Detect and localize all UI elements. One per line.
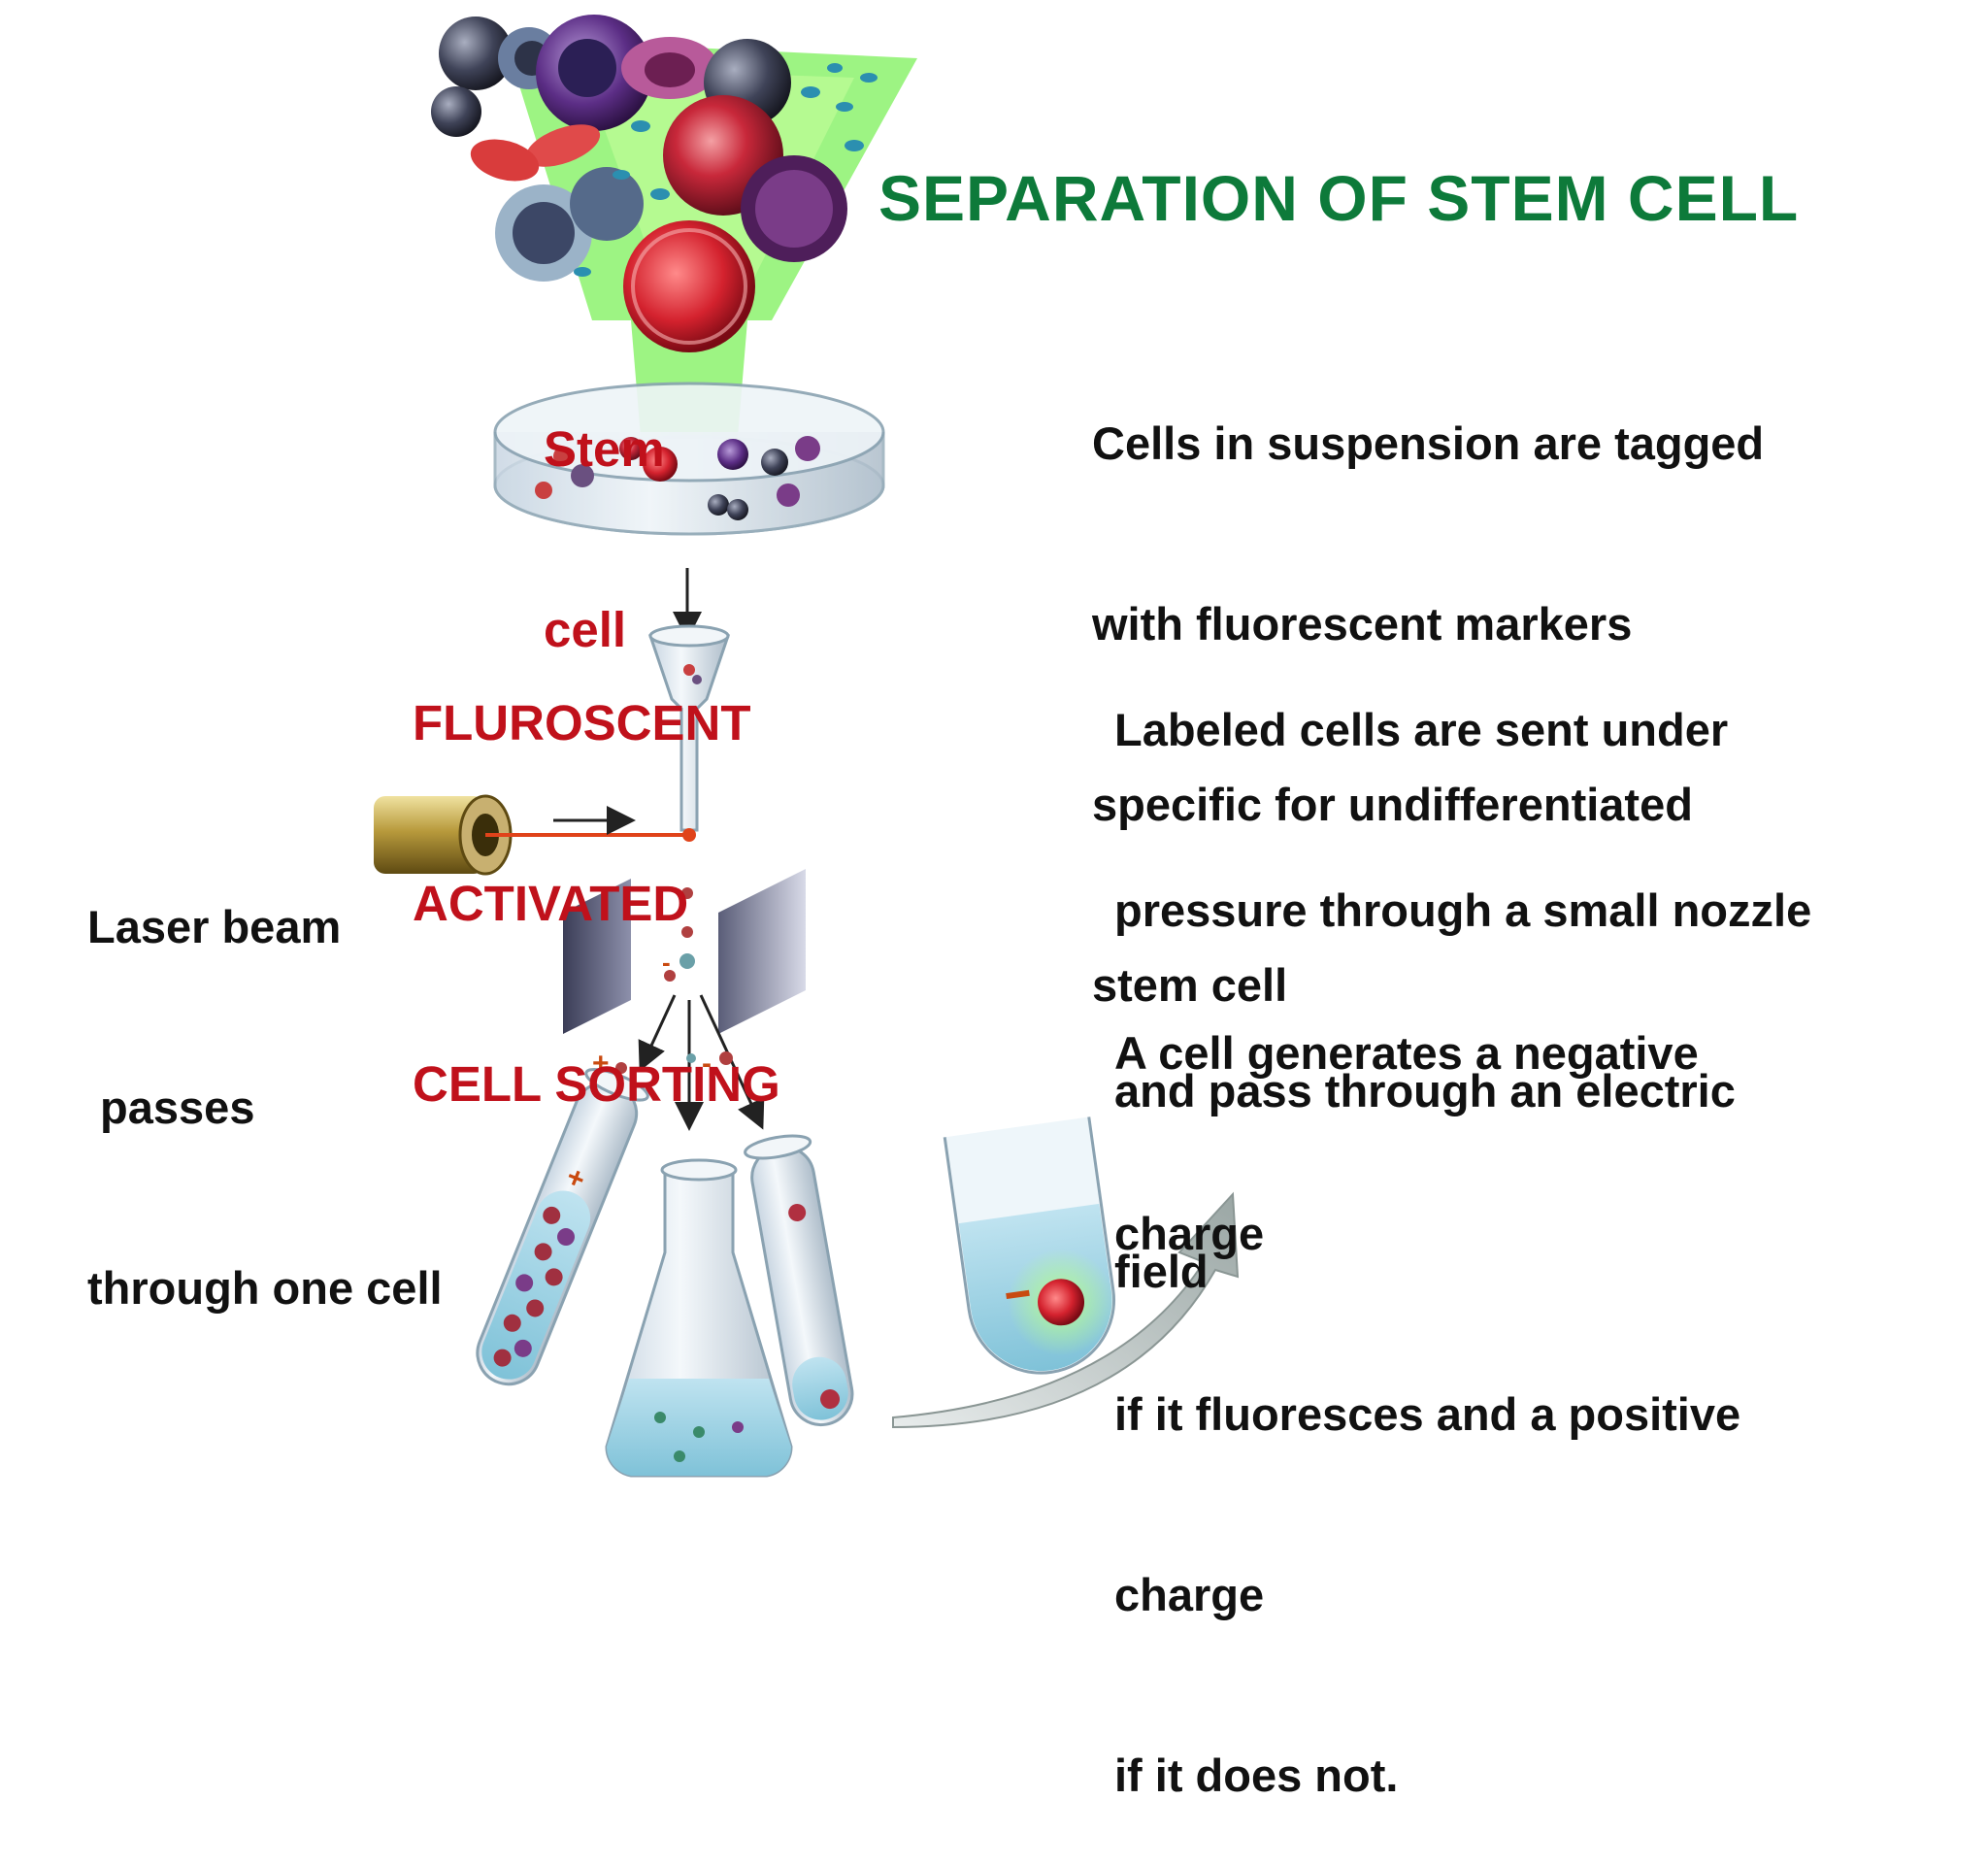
paragraph-nozzle: Labeled cells are sent under pressure th… <box>1114 580 1811 1362</box>
sorted-stem-cell <box>1038 1279 1085 1326</box>
cell-mixture <box>431 15 878 352</box>
slide-title: SEPARATION OF STEM CELL <box>878 162 1800 234</box>
paragraph-line: stem cell <box>1092 959 1288 1011</box>
zoomed-tube <box>943 1116 1115 1375</box>
zoom-arrow <box>892 1191 1240 1429</box>
label-line: Laser beam <box>87 901 342 952</box>
paragraph-line: specific for undifferentiated <box>1092 779 1693 830</box>
paragraph-line: charge <box>1114 1208 1265 1259</box>
paragraph-line: Labeled cells are sent under <box>1114 704 1729 755</box>
laser-device <box>374 794 696 876</box>
label-line: CELL SORTING <box>413 1056 780 1112</box>
nozzle <box>647 624 731 832</box>
test-tube-negative <box>744 1134 854 1427</box>
collection-flask <box>605 1158 793 1478</box>
label-line: through one cell <box>87 1262 443 1314</box>
paragraph-line: if it fluoresces and a positive <box>1114 1388 1741 1440</box>
stem-cell-label: Stem cell <box>544 299 665 720</box>
paragraph-line: with fluorescent markers <box>1092 598 1633 650</box>
label-line: passes <box>87 1082 255 1133</box>
test-tube-positive: + <box>476 1068 649 1386</box>
paragraph-line: field <box>1114 1246 1209 1297</box>
deflection-plate-left <box>563 879 631 1034</box>
paragraph-line: and pass through an electric <box>1114 1065 1736 1116</box>
paragraph-line: Cells in suspension are tagged <box>1092 417 1765 469</box>
laser-label: Laser beam passes through one cell <box>87 777 443 1379</box>
paragraph-line: pressure through a small nozzle <box>1114 884 1812 936</box>
label-line: FLUROSCENT <box>413 695 751 750</box>
facs-label: FLUROSCENT ACTIVATED CELL SORTING <box>413 573 780 1175</box>
paragraph-charge: A cell generates a negative charge if it… <box>1114 903 1740 1866</box>
charge-minus-mark: - <box>662 948 671 977</box>
label-line: cell <box>544 602 627 657</box>
label-line: Stem <box>544 421 665 477</box>
deflection-plate-right <box>718 869 806 1034</box>
paragraph-tagging: Cells in suspension are tagged with fluo… <box>1092 293 1764 1076</box>
label-line: ACTIVATED <box>413 876 689 931</box>
charge-minus-mark: - <box>702 1048 712 1080</box>
paragraph-line: if it does not. <box>1114 1749 1399 1801</box>
petri-dish <box>493 382 885 536</box>
paragraph-line: charge <box>1114 1569 1265 1620</box>
facs-illustration: + - - + <box>374 15 1240 1478</box>
paragraph-line: A cell generates a negative <box>1114 1027 1699 1079</box>
